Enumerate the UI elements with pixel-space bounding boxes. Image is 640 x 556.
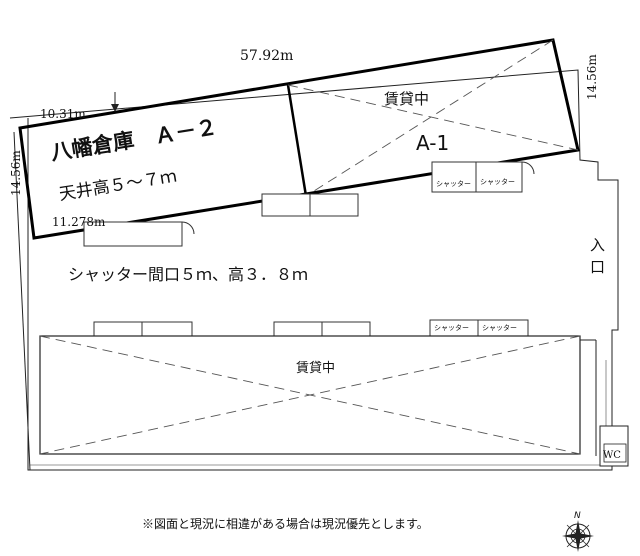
a2-name: 八幡倉庫 Ａ－２	[49, 115, 219, 165]
a1-cross-line	[287, 84, 579, 151]
wc-inner	[603, 443, 627, 463]
lower-building	[39, 335, 581, 455]
dimension-arrow-head	[111, 104, 119, 112]
entrance-label: 口	[590, 258, 605, 276]
dim-a2-top: 10.31m	[40, 107, 86, 121]
shutter-box	[431, 161, 523, 193]
a1-cross-line	[305, 39, 554, 197]
shutter-label: シャッター	[480, 177, 515, 186]
door-swing	[521, 161, 535, 175]
compass-north-label: N	[574, 511, 581, 521]
shutter-box	[83, 221, 183, 247]
lower-status: 賃貸中	[296, 360, 335, 376]
shutter-label: シャッター	[434, 323, 469, 332]
shutter-label: シャッター	[436, 179, 471, 188]
dim-top: 57.92m	[240, 48, 293, 64]
a2-a1-divider-wall	[286, 84, 308, 197]
wc-label: WC	[603, 450, 621, 461]
a1-name: A-1	[416, 131, 449, 155]
dim-left: 14.56m	[9, 150, 23, 196]
shutter-box	[93, 321, 193, 337]
dim-a2-bottom: 11.278m	[52, 215, 106, 229]
shutter-spec-note: シャッター間口５ｍ、高３．８ｍ	[68, 265, 308, 284]
shutter-label: シャッター	[482, 323, 517, 332]
disclaimer-note: ※図面と現況に相違がある場合は現況優先とします。	[142, 516, 429, 531]
compass-icon	[562, 520, 594, 552]
lower-cross-line	[39, 335, 581, 455]
entrance-label: 入	[590, 236, 605, 254]
site-boundary	[9, 69, 619, 471]
door-swing	[181, 221, 195, 235]
a2-ceiling-height: 天井高５～７ｍ	[58, 167, 179, 205]
dim-right: 14.56m	[585, 54, 599, 100]
a1-status: 賃貸中	[384, 90, 429, 108]
wc-box	[599, 425, 629, 467]
site-boundary-edge	[13, 131, 31, 471]
